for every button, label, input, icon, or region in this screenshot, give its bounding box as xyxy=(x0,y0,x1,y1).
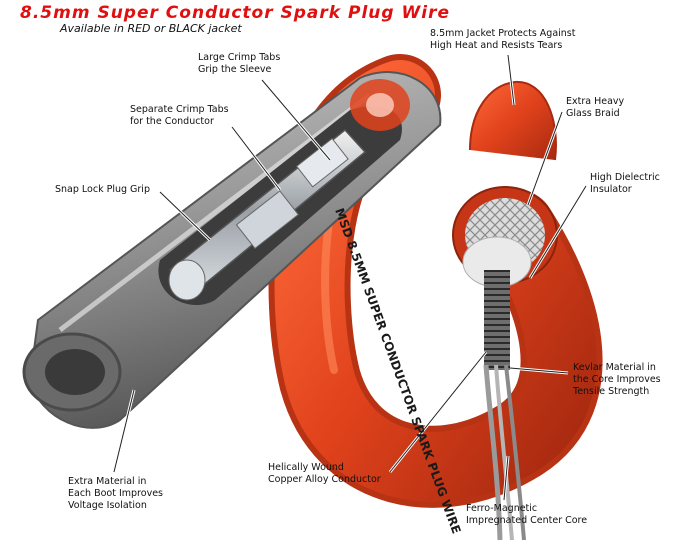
center-core xyxy=(483,270,526,541)
callout-glass-braid: Extra Heavy Glass Braid xyxy=(566,96,625,119)
callout-large-crimp-tabs: Large Crimp Tabs Grip the Sleeve xyxy=(198,52,281,75)
page-title: 8.5mm Super Conductor Spark Plug Wire xyxy=(20,3,450,23)
callout-helical: Helically Wound Copper Alloy Conductor xyxy=(268,462,381,485)
callout-separate-crimp-tabs: Separate Crimp Tabs for the Conductor xyxy=(130,104,229,127)
snap-lock-grip xyxy=(168,259,206,301)
callout-leaders xyxy=(113,54,587,501)
callout-extra-material: Extra Material in Each Boot Improves Vol… xyxy=(68,476,163,511)
sleeve-crimp-tabs xyxy=(295,137,349,188)
callout-kevlar: Kevlar Material in the Core Improves Ten… xyxy=(573,362,661,397)
callout-jacket: 8.5mm Jacket Protects Against High Heat … xyxy=(430,28,576,51)
conductor-crimp-tabs xyxy=(235,190,300,250)
wire-cut-end xyxy=(452,186,558,288)
metal-terminal xyxy=(168,128,367,301)
kevlar-strands xyxy=(483,364,503,541)
callout-dielectric: High Dielectric Insulator xyxy=(590,172,660,195)
callout-snap-lock: Snap Lock Plug Grip xyxy=(55,184,150,195)
helical-conductor xyxy=(484,270,510,370)
callout-ferro: Ferro-Magnetic Impregnated Center Core xyxy=(466,503,588,526)
page-subtitle: Available in RED or BLACK jacket xyxy=(60,22,242,35)
